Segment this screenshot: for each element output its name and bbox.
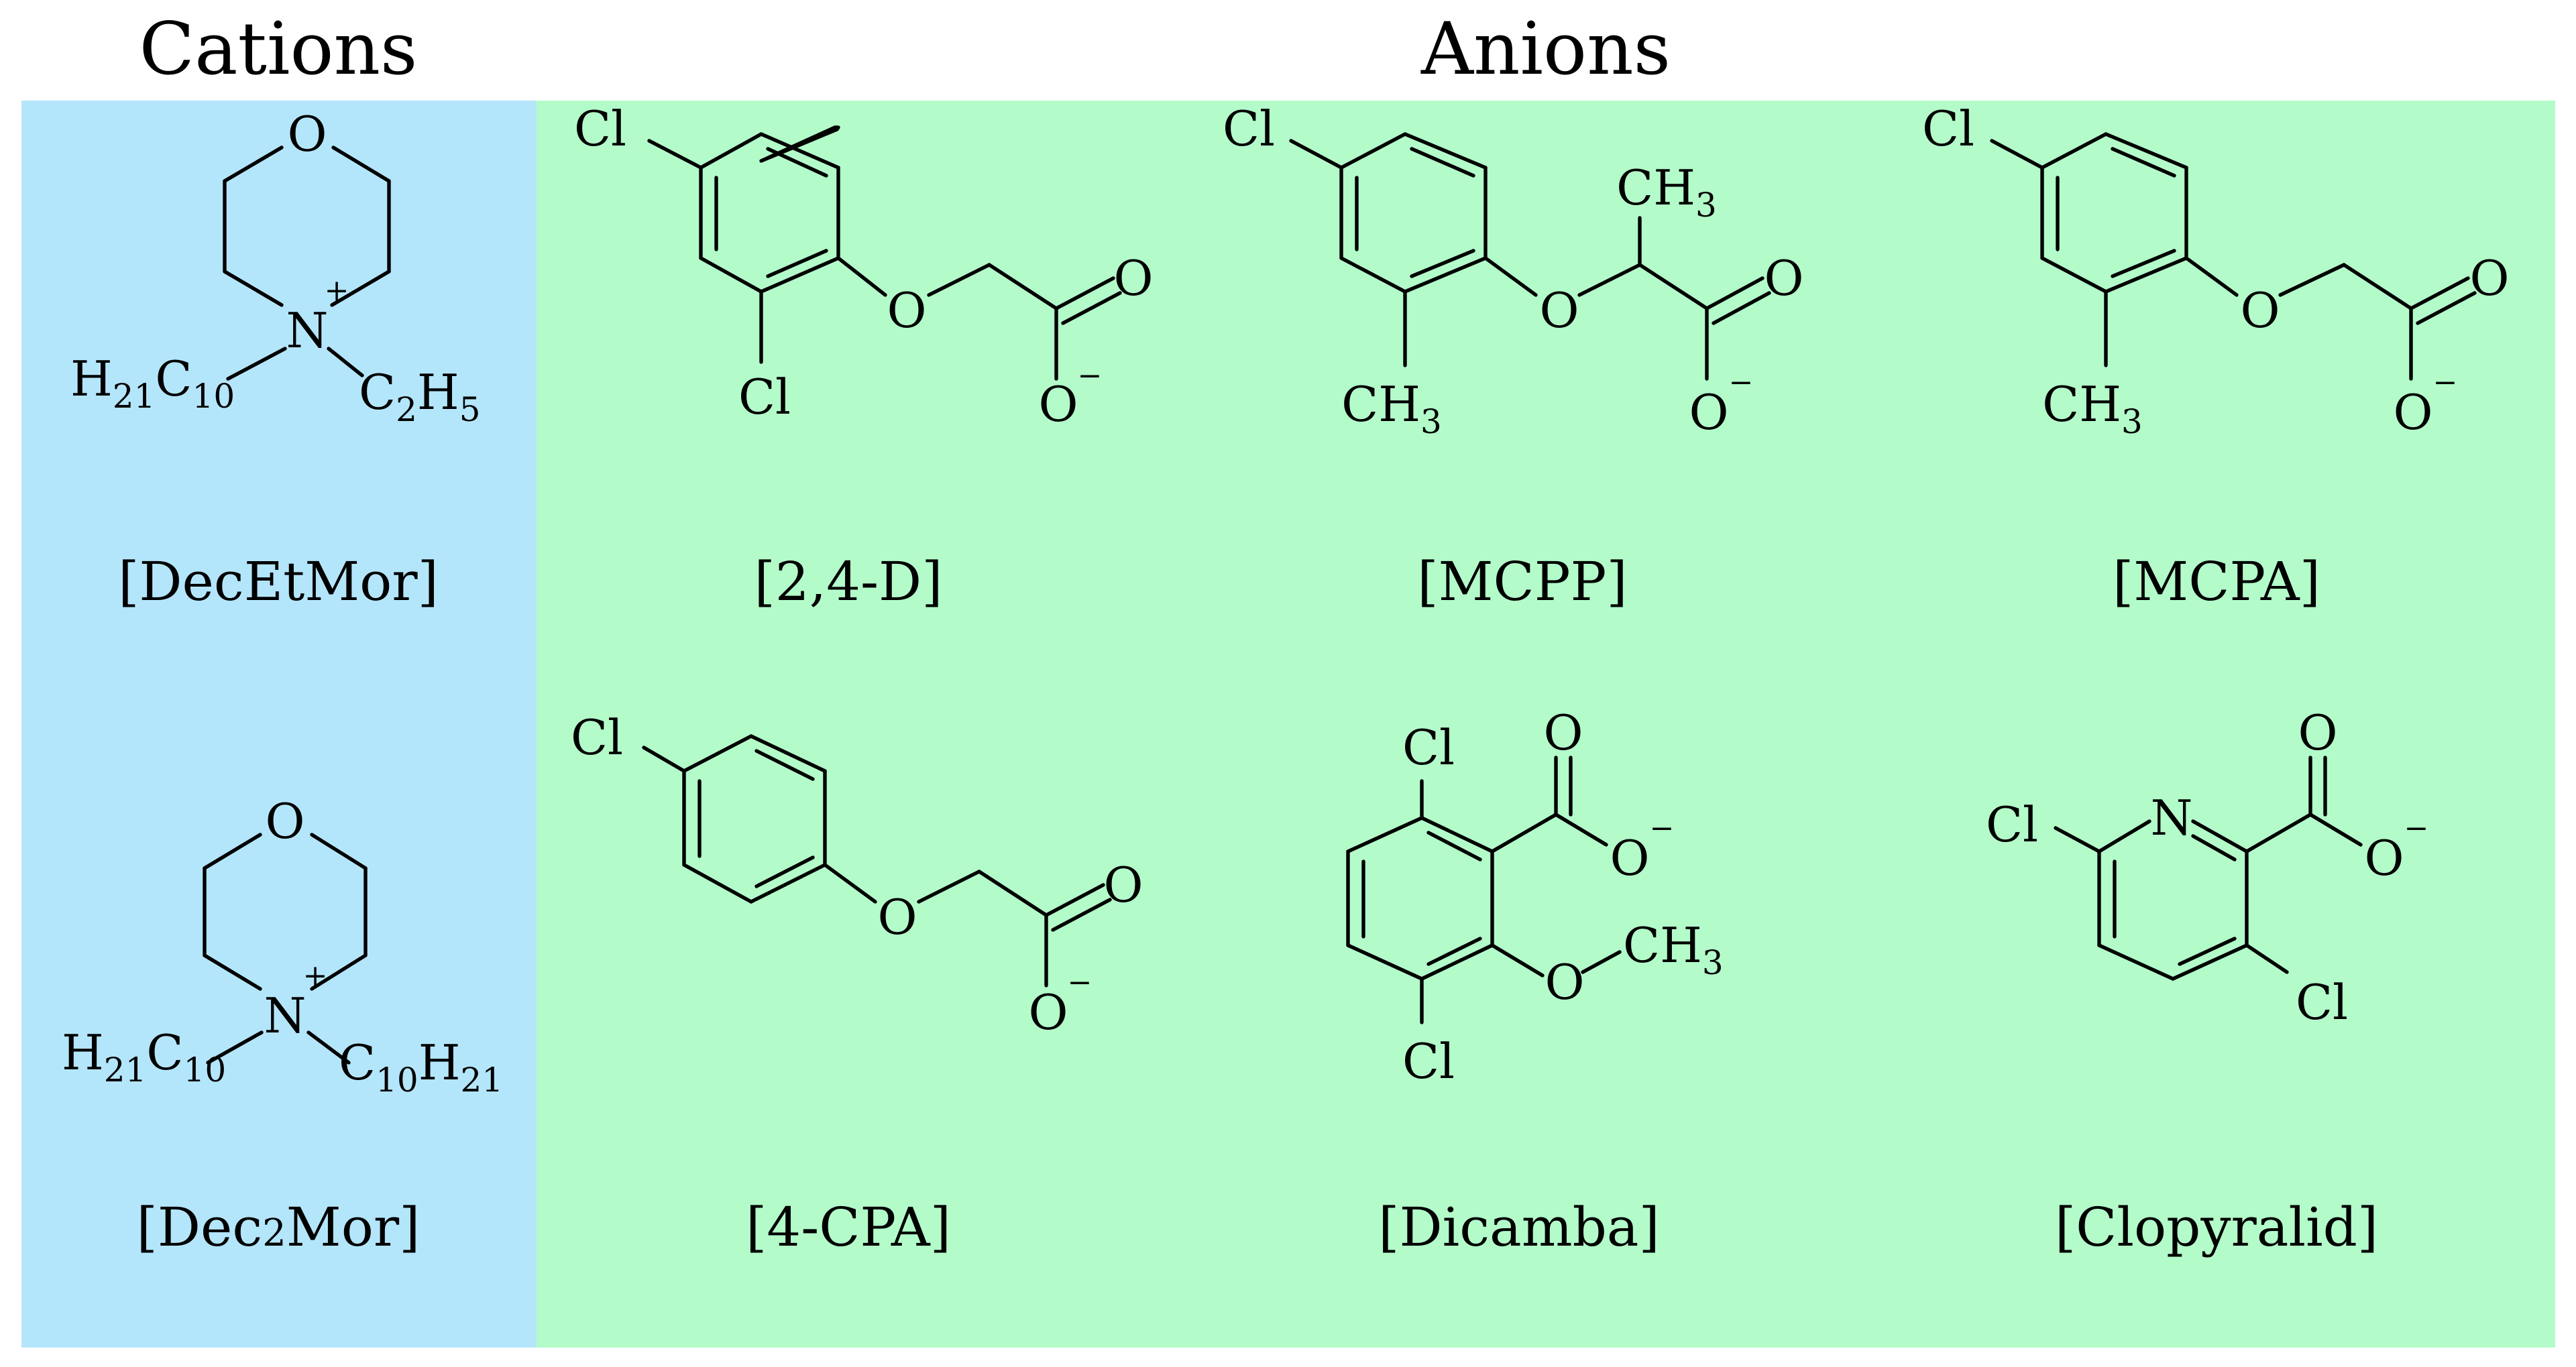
structure-bonds xyxy=(1990,132,2477,381)
cation-label-dec2mor: [Dec2Mor] xyxy=(137,1196,421,1258)
carboxylate-oxygen-atom: O xyxy=(1028,984,1068,1041)
ether-oxygen-atom: O xyxy=(2240,282,2280,339)
cation-dec2mor-structure: O N + H21C10 C10H21 xyxy=(62,793,503,1099)
chlorine-atom-left: Cl xyxy=(1986,796,2038,853)
morpholinium-ring-bonds xyxy=(223,145,391,381)
anion-dicamba-structure: Cl Cl O O − O CH3 xyxy=(1346,705,1724,1089)
anion-4-cpa-structure: Cl O O O − xyxy=(571,709,1143,1041)
anion-2-4-d-structure: Cl Cl O O O − xyxy=(574,101,1154,432)
carboxylate-oxygen-atom: O xyxy=(1610,830,1649,886)
chlorine-atom: Cl xyxy=(571,709,623,766)
anion-label-2-4-d: [2,4-D] xyxy=(754,550,943,613)
structure-bonds xyxy=(647,125,1122,381)
positive-charge: + xyxy=(325,274,349,308)
cation-panel xyxy=(21,101,537,1348)
side-chain-methyl-label: CH3 xyxy=(1616,160,1717,225)
structure-bonds xyxy=(1346,756,1622,1024)
carbonyl-oxygen-atom: O xyxy=(2298,705,2337,761)
anion-panel xyxy=(537,101,2555,1348)
chlorine-atom-ortho: Cl xyxy=(738,369,791,425)
positive-charge: + xyxy=(303,959,328,993)
ethyl-substituent-label: C2H5 xyxy=(359,364,481,429)
carboxylate-oxygen-atom: O xyxy=(2364,830,2404,886)
negative-charge: − xyxy=(1078,359,1103,393)
oxygen-atom: O xyxy=(265,793,304,849)
negative-charge: − xyxy=(1068,965,1093,1000)
decyl-substituent-right-label: C10H21 xyxy=(339,1034,503,1099)
structure-bonds xyxy=(1289,132,1771,381)
header-anions: Anions xyxy=(1420,7,1671,91)
anion-label-clopyralid: [Clopyralid] xyxy=(2055,1196,2378,1258)
carbonyl-oxygen-atom: O xyxy=(2469,250,2509,306)
ring-methyl-label: CH3 xyxy=(1341,376,1442,441)
oxygen-atom: O xyxy=(287,106,327,162)
ether-oxygen-atom: O xyxy=(887,282,926,339)
chlorine-atom-right: Cl xyxy=(2296,974,2348,1030)
ether-oxygen-atom: O xyxy=(1539,282,1579,339)
morpholinium-ring-bonds xyxy=(203,833,368,1065)
negative-charge: − xyxy=(1729,365,1754,400)
chlorine-atom: Cl xyxy=(1223,101,1275,157)
header-cations: Cations xyxy=(139,7,418,91)
pyridine-nitrogen-atom: N xyxy=(2151,790,2193,846)
methoxy-oxygen-atom: O xyxy=(1545,954,1584,1010)
carboxylate-oxygen-atom: O xyxy=(2393,384,2432,440)
carboxylate-oxygen-atom: O xyxy=(1038,376,1078,432)
methoxy-methyl-label: CH3 xyxy=(1623,917,1724,982)
chlorine-atom: Cl xyxy=(1922,101,1974,157)
carbonyl-oxygen-atom: O xyxy=(1103,857,1143,913)
chlorine-atom-bottom: Cl xyxy=(1402,1033,1455,1089)
cation-label-decetmor: [DecEtMor] xyxy=(118,550,439,613)
carbonyl-oxygen-atom: O xyxy=(1543,705,1583,761)
carbonyl-oxygen-atom: O xyxy=(1113,250,1153,306)
nitrogen-atom: N xyxy=(264,988,306,1044)
chlorine-atom-top: Cl xyxy=(1402,719,1455,776)
carboxylate-oxygen-atom: O xyxy=(1689,384,1728,440)
negative-charge: − xyxy=(2404,811,2429,845)
cation-decetmor-structure: O N + H21C10 C2H5 xyxy=(70,106,481,429)
negative-charge: − xyxy=(1650,811,1675,845)
anion-mcpp-structure: Cl CH3 CH3 O O O − xyxy=(1223,101,1804,441)
anion-mcpa-structure: Cl CH3 O O O − xyxy=(1922,101,2510,441)
nitrogen-atom: N xyxy=(286,302,329,359)
anion-label-4-cpa: [4-CPA] xyxy=(746,1196,951,1258)
structure-bonds xyxy=(642,734,1112,988)
carbonyl-oxygen-atom: O xyxy=(1764,250,1803,306)
decyl-substituent-left-label: H21C10 xyxy=(62,1024,226,1089)
decyl-substituent-label: H21C10 xyxy=(70,351,235,416)
anion-label-dicamba: [Dicamba] xyxy=(1378,1196,1659,1258)
anion-label-mcpp: [MCPP] xyxy=(1417,550,1627,613)
ring-methyl-label: CH3 xyxy=(2042,376,2143,441)
anion-clopyralid-structure: Cl N Cl O O − xyxy=(1986,705,2429,1030)
ether-oxygen-atom: O xyxy=(877,889,917,945)
anion-label-mcpa: [MCPA] xyxy=(2113,550,2320,613)
chlorine-atom-para: Cl xyxy=(574,101,626,157)
negative-charge: − xyxy=(2433,365,2458,400)
structure-bonds xyxy=(2054,756,2363,981)
